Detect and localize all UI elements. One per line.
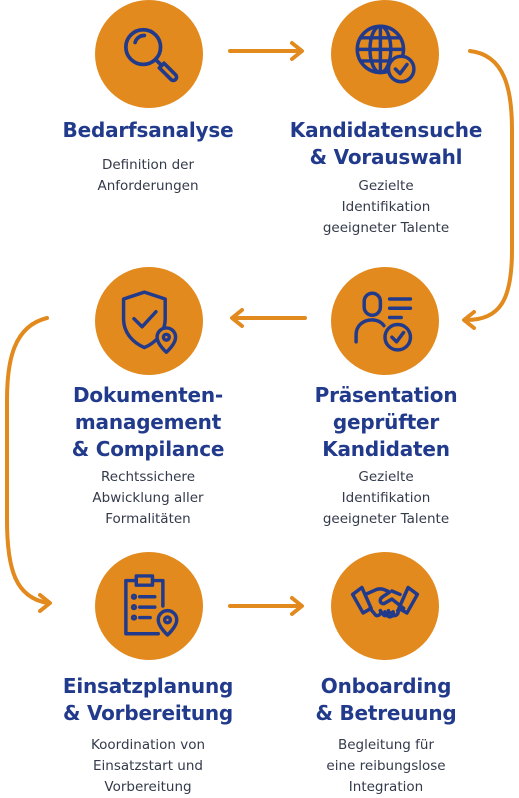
- step-5-description: Koordination von Einsatzstart und Vorber…: [90, 737, 206, 795]
- step-1-description: Definition der Anforderungen: [97, 157, 199, 194]
- magnifier-icon: [124, 27, 179, 83]
- step-5-title: Einsatzplanung & Vorbereitung: [62, 674, 234, 725]
- arrow-curve-right: [462, 49, 514, 330]
- arrow-curve-left: [5, 316, 52, 613]
- step-4-badge: [331, 267, 439, 375]
- step-6-title: Onboarding & Betreuung: [315, 674, 457, 725]
- step-6-description: Begleitung für eine reibungslose Integra…: [326, 737, 446, 795]
- step-3-badge: [95, 267, 203, 375]
- step-1-title: Bedarfsanalyse: [62, 118, 234, 142]
- step-4-description: Gezielte Identifikation geeigneter Talen…: [322, 469, 450, 527]
- arrow-left-2: [230, 308, 307, 328]
- step-3-description: Rechtssichere Abwicklung aller Formalitä…: [92, 469, 204, 527]
- step-6-badge: [331, 552, 439, 660]
- step-2-title: Kandidatensuche & Vorauswahl: [289, 118, 483, 169]
- step-2-badge: [331, 0, 439, 108]
- step-2-description: Gezielte Identifikation geeigneter Talen…: [322, 178, 450, 236]
- profile-check-icon: [354, 291, 413, 352]
- step-1-badge: [95, 0, 203, 108]
- globe-check-icon: [355, 24, 416, 84]
- clipboard-pin-icon: [124, 574, 179, 637]
- step-3-title: Dokumenten- management & Compilance: [71, 383, 225, 461]
- arrow-right-1: [228, 41, 304, 61]
- step-4-title: Präsentation geprüfter Kandidaten: [314, 383, 458, 461]
- arrow-right-3: [228, 596, 304, 616]
- shield-check-icon: [121, 290, 178, 354]
- handshake-icon: [350, 585, 420, 619]
- step-5-badge: [95, 552, 203, 660]
